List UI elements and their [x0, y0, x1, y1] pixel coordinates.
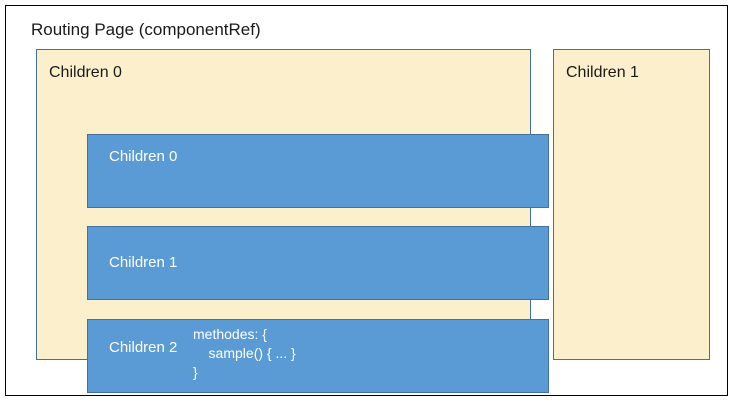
child-box-0[interactable]: Children 0 [87, 134, 549, 208]
child-box-2-label: Children 2 [109, 339, 178, 356]
child-box-1[interactable]: Children 1 [87, 226, 549, 300]
child-box-0-label: Children 0 [109, 148, 178, 165]
panel-children-1[interactable]: Children 1 [553, 49, 710, 360]
panel-children-0-label: Children 0 [49, 64, 122, 81]
child-box-1-label: Children 1 [109, 254, 178, 271]
panel-children-1-label: Children 1 [566, 64, 639, 81]
panel-children-0[interactable]: Children 0 Children 0 Children 1 Childre… [36, 49, 549, 393]
page-title: Routing Page (componentRef) [31, 20, 261, 39]
child-box-2[interactable]: Children 2 methodes: { sample() { ... } … [87, 319, 549, 393]
child-box-2-code: methodes: { sample() { ... } } [193, 326, 296, 380]
routing-page-frame: Routing Page (componentRef) Children 0 C… [5, 5, 728, 396]
